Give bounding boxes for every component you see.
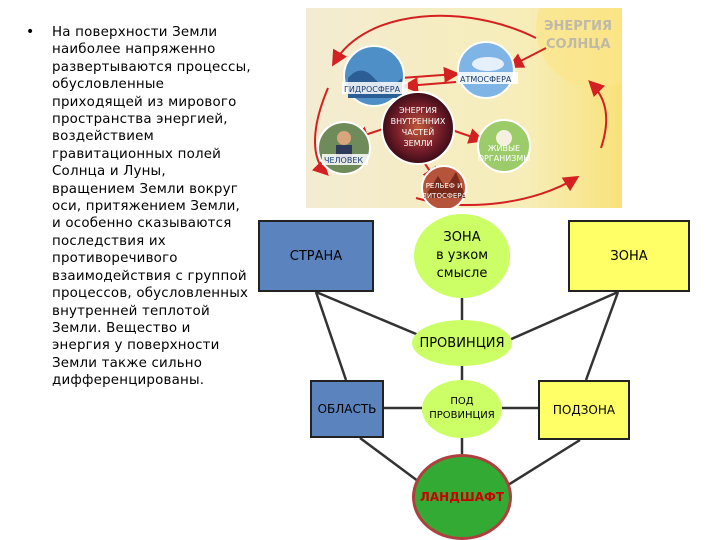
energy-interaction-picture: ЭНЕРГИЯ СОЛНЦА ГИДРОСФЕРА АТМОСФЕРА ЭНЕР… xyxy=(306,8,622,208)
line-strana-oblast xyxy=(314,291,348,381)
zona-narrow-label-3: смысле xyxy=(436,266,488,281)
hydrosphere-label: ГИДРОСФЕРА xyxy=(344,85,401,94)
bullet-marker: • xyxy=(26,24,35,40)
human-label-bg xyxy=(322,154,368,165)
relief-label-2: ЛИТОСФЕРА xyxy=(422,192,467,200)
atmosphere-label-bg xyxy=(458,72,518,84)
zona-narrow-label-1: ЗОНА xyxy=(443,230,481,245)
inner-energy-label-1: ЭНЕРГИЯ xyxy=(399,106,437,115)
provintsiya-circle: ПРОВИНЦИЯ xyxy=(412,320,512,366)
atmosphere-cloud xyxy=(472,57,504,71)
sun-label-1: ЭНЕРГИЯ xyxy=(544,19,612,34)
podprovintsiya-label-1: ПОД xyxy=(450,396,474,407)
living-flower xyxy=(496,130,512,146)
inner-energy-label-2: ВНУТРЕННИХ xyxy=(391,117,446,126)
relief-mountain xyxy=(424,172,466,198)
inner-energy-circle xyxy=(381,91,455,165)
zona-label: ЗОНА xyxy=(610,248,648,264)
sun-glow xyxy=(536,8,622,88)
oblast-label: ОБЛАСТЬ xyxy=(317,402,377,416)
strana-label: СТРАНА xyxy=(289,248,343,264)
hydrosphere-label-bg xyxy=(342,82,408,94)
provintsiya-label: ПРОВИНЦИЯ xyxy=(419,335,505,351)
line-zona-podzona xyxy=(584,291,620,381)
line-zona-provintsiya xyxy=(499,290,619,346)
landshaft-circle: ЛАНДШАФТ xyxy=(412,454,512,540)
arrow-top-arc xyxy=(331,14,537,67)
arrow-right-arc xyxy=(588,80,608,149)
atmosphere-label: АТМОСФЕРА xyxy=(460,75,512,84)
line-podzona-landshaft xyxy=(499,438,581,492)
slide-body-text: На поверхности Земли наиболее напряженно… xyxy=(52,25,251,389)
relief-label-1: РЕЛЬЕФ И xyxy=(426,182,463,190)
zona-narrow-label-2: в узком xyxy=(435,248,488,263)
arrow-sun-atmo xyxy=(507,47,547,68)
human-label: ЧЕЛОВЕК xyxy=(324,156,363,165)
living-label-2: ОРГАНИЗМЫ xyxy=(478,154,531,163)
living-label-1: ЖИВЫЕ xyxy=(488,144,520,153)
zona-box: ЗОНА xyxy=(568,220,690,292)
podzona-box: ПОДЗОНА xyxy=(538,380,630,440)
sun-label-2: СОЛНЦА xyxy=(546,37,610,52)
zona-narrow-circle: ЗОНА в узком смысле xyxy=(414,214,510,298)
landshaft-label: ЛАНДШАФТ xyxy=(419,490,505,504)
podprovintsiya-circle: ПОД ПРОВИНЦИЯ xyxy=(422,380,502,438)
arrow-atmo-hydro xyxy=(402,77,457,94)
arrow-left-arc xyxy=(311,87,329,176)
inner-energy-label-3: ЧАСТЕЙ xyxy=(402,126,434,137)
oblast-box: ОБЛАСТЬ xyxy=(310,380,384,438)
strana-box: СТРАНА xyxy=(258,220,374,292)
inner-energy-label-4: ЗЕМЛИ xyxy=(403,139,432,148)
podprovintsiya-label-2: ПРОВИНЦИЯ xyxy=(429,410,495,421)
human-head xyxy=(337,131,351,145)
podzona-label: ПОДЗОНА xyxy=(552,403,616,417)
